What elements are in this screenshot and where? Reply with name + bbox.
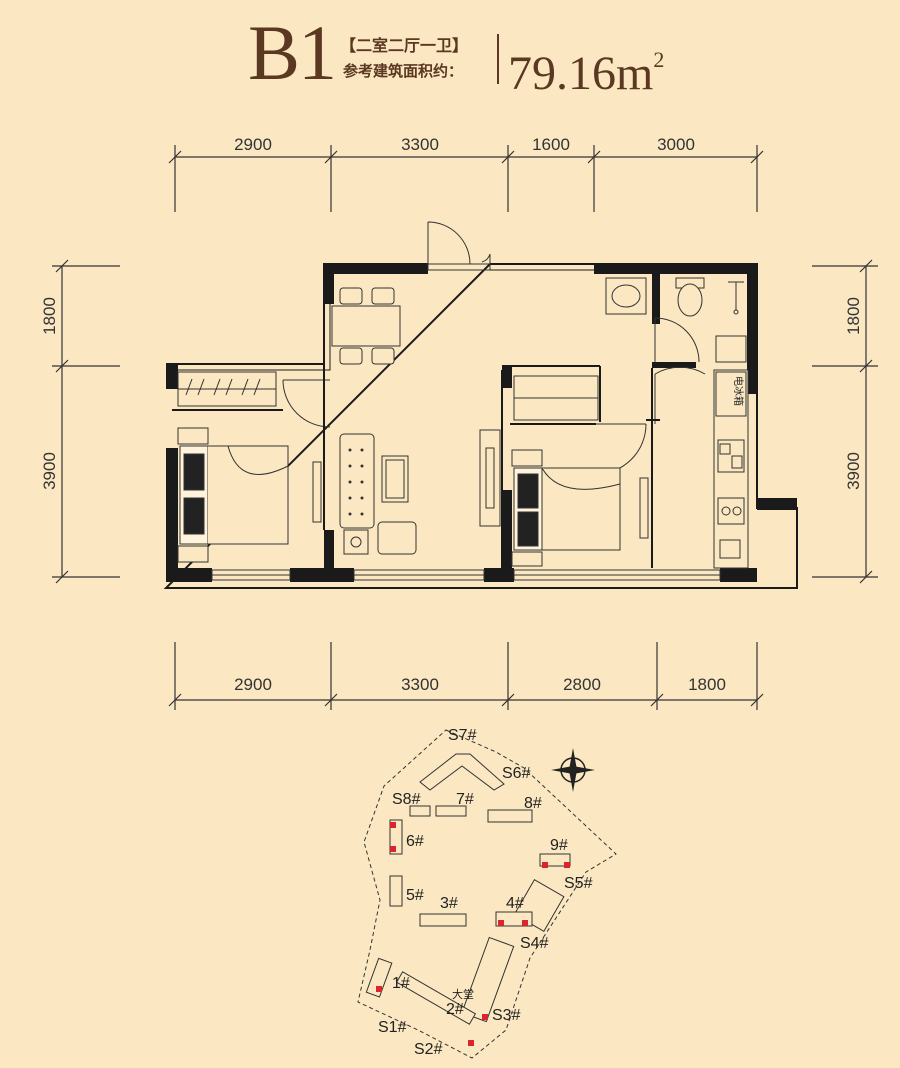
dim-bottom-4: 1800 [688,675,726,694]
site-label-s7: S7# [448,727,477,744]
area-label: 参考建筑面积约： [343,63,464,80]
site-label-3: 3# [440,895,458,912]
site-label-8: 8# [524,795,542,812]
area-number: 79.16m [508,47,654,100]
site-label-7: 7# [456,791,474,808]
top-dimensions [168,145,764,212]
windows [211,263,721,581]
area-value: 79.16m2 [508,32,664,102]
area-unit-superscript: 2 [653,47,665,72]
dim-top-3: 1600 [532,135,570,154]
fridge-label: 电冰箱 [732,376,745,406]
dim-left-1: 1800 [40,297,59,335]
site-buildings [365,753,571,1025]
site-label-s4: S4# [520,935,549,952]
dim-bottom-3: 2800 [563,675,601,694]
site-label-6: 6# [406,833,424,850]
unit-code: B1 [248,9,337,96]
dining-set [331,287,401,365]
site-label-s3: S3# [492,1007,521,1024]
dim-right-1: 1800 [844,297,863,335]
site-label-5: 5# [406,887,424,904]
dim-bottom-1: 2900 [234,675,272,694]
bed-left [177,427,289,563]
site-plan-outline [357,729,617,1059]
dim-bottom-2: 3300 [401,675,439,694]
title-divider [497,34,499,84]
site-label-s8: S8# [392,791,421,808]
dim-left-2: 3900 [40,452,59,490]
dim-top-2: 3300 [401,135,439,154]
bottom-dimensions [168,642,764,710]
dim-top-1: 2900 [234,135,272,154]
doors [282,221,706,475]
bathroom-fixtures [605,277,744,317]
kitchen-counter [713,335,749,569]
site-label-9: 9# [550,837,568,854]
right-dimensions [812,259,878,584]
compass-icon [551,748,595,792]
partitions [172,364,660,570]
wardrobe-left [177,371,277,407]
site-label-s6: S6# [502,765,531,782]
wardrobe-right [513,375,599,421]
site-label-1: 1# [392,975,410,992]
site-label-4: 4# [506,895,524,912]
wall-solids [166,264,797,582]
layout-type: 【二室二厅一卫】 [340,38,469,55]
site-highlights [376,822,570,1046]
site-label-s1: S1# [378,1019,407,1036]
site-label-2: 2# [446,1001,464,1018]
tv-units [312,429,649,539]
site-label-s5: S5# [564,875,593,892]
bed-right [511,449,621,567]
site-label-s2: S2# [414,1041,443,1058]
sofa-set [339,433,417,555]
dim-right-2: 3900 [844,452,863,490]
header: B1 【二室二厅一卫】 参考建筑面积约： 79.16m2 [0,0,900,110]
left-dimensions [52,259,120,584]
dim-top-4: 3000 [657,135,695,154]
site-label-lobby: 大堂 [452,987,474,1001]
